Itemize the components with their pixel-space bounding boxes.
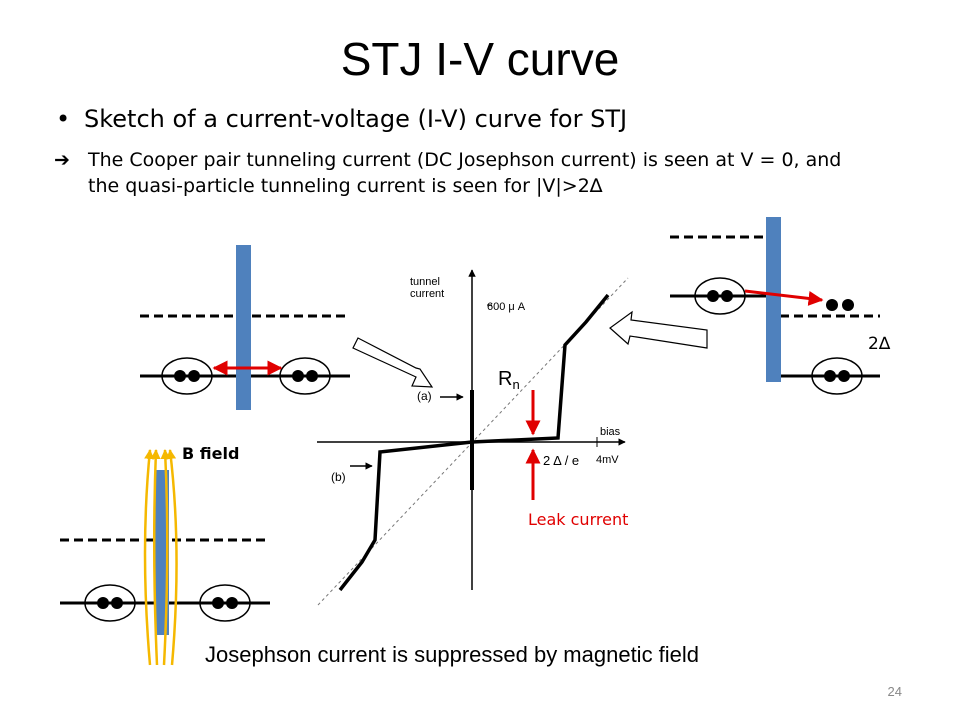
hollow-arrow-right xyxy=(609,310,708,349)
sub-text: The Cooper pair tunneling current (DC Jo… xyxy=(88,149,842,197)
junction-right: 2∆ xyxy=(670,217,891,395)
b-field-label: B field xyxy=(182,444,239,463)
magnetic-field-lines xyxy=(143,449,178,666)
junction-left xyxy=(140,245,350,410)
hollow-arrow-left xyxy=(352,337,434,388)
current-tick: 600 μ A xyxy=(487,301,526,313)
bullet-point: •Sketch of a current-voltage (I-V) curve… xyxy=(56,105,628,133)
xlabel: bias xyxy=(600,426,621,438)
leak-current-label: Leak current xyxy=(528,510,628,529)
voltage-tick: 4mV xyxy=(596,454,619,466)
label-b: (b) xyxy=(331,470,346,484)
tunnel-arrow-right xyxy=(744,289,824,306)
iv-plot: tunnel current 600 μ A bias 4mV 2 Δ / e … xyxy=(317,269,629,606)
sub-point: ➔ The Cooper pair tunneling current (DC J… xyxy=(54,147,876,199)
ylabel-2: current xyxy=(410,288,444,300)
slide-title: STJ I-V curve xyxy=(340,33,620,85)
barrier-left xyxy=(236,245,251,410)
rn-label: Rn xyxy=(498,368,520,392)
page-number: 24 xyxy=(887,684,902,699)
leak-markers: Leak current xyxy=(525,390,628,529)
label-a: (a) xyxy=(417,389,432,403)
caption: Josephson current is suppressed by magne… xyxy=(205,642,700,667)
junction-bfield: B field xyxy=(60,444,270,666)
ylabel-1: tunnel xyxy=(410,276,440,288)
arrow-icon: ➔ xyxy=(54,149,70,171)
gap-tick: 2 Δ / e xyxy=(543,453,579,468)
bullet-text: Sketch of a current-voltage (I-V) curve … xyxy=(84,105,628,133)
gap-label: 2∆ xyxy=(868,334,891,354)
